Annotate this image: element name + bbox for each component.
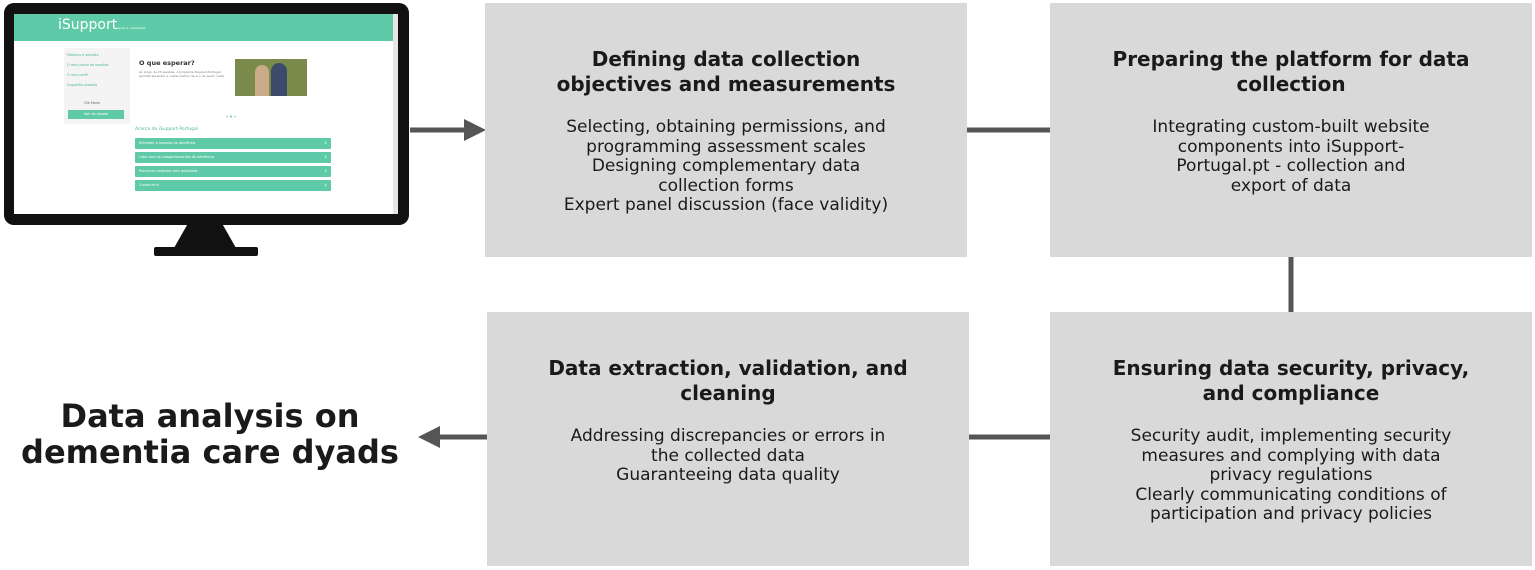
arrow-right-icon <box>464 119 486 141</box>
accordion-label: Entender o impacto da demência <box>139 141 196 145</box>
step-description: Integrating custom-built website compone… <box>1152 117 1430 196</box>
chevron-right-icon: › <box>324 153 327 161</box>
step-title: Ensuring data security, privacy, and com… <box>1112 356 1470 405</box>
site-sidebar: Módulos e sessões O meu plano de sessões… <box>64 48 130 124</box>
logout-button: Sair da sessão <box>68 110 124 119</box>
step-box-data-extraction: Data extraction, validation, and cleanin… <box>487 312 969 566</box>
accordion-label: Promover cuidados com qualidade <box>139 169 198 173</box>
site-section-title: Acerca do iSupport-Portugal <box>135 127 198 132</box>
step-title: Preparing the platform for data collecti… <box>1112 47 1470 96</box>
arrow-left-icon <box>418 426 440 448</box>
caregiver-photo <box>235 59 307 96</box>
step-box-defining-objectives: Defining data collection objectives and … <box>485 3 967 257</box>
step-title: Data extraction, validation, and cleanin… <box>548 356 908 405</box>
photo-person <box>255 65 269 96</box>
site-header: iSupport apoio a cuidadores <box>14 14 398 41</box>
site-paragraph: Ao longo de 23 sessões, o programa iSupp… <box>139 70 226 78</box>
accordion-item: Lidar com os comportamentos da demência › <box>135 152 331 163</box>
website-screenshot: iSupport apoio a cuidadores Módulos e se… <box>14 14 398 214</box>
chevron-right-icon: › <box>324 167 327 175</box>
accordion-item: Promover cuidados com qualidade › <box>135 166 331 177</box>
step-description: Selecting, obtaining permissions, and pr… <box>563 117 889 215</box>
accordion-item: Entender o impacto da demência › <box>135 138 331 149</box>
step-box-preparing-platform: Preparing the platform for data collecti… <box>1050 3 1532 257</box>
photo-person <box>271 63 287 96</box>
monitor-illustration: iSupport apoio a cuidadores Módulos e se… <box>4 3 409 225</box>
step-title: Defining data collection objectives and … <box>556 47 896 96</box>
sidebar-item: O meu perfil <box>67 73 89 77</box>
sidebar-item: Módulos e sessões <box>67 53 99 57</box>
chevron-right-icon: › <box>324 139 327 147</box>
step-description: Addressing discrepancies or errors in th… <box>570 426 886 485</box>
carousel-dots <box>226 115 236 118</box>
site-heading: O que esperar? <box>139 59 195 67</box>
accordion-label: Lidar com os comportamentos da demência <box>139 155 214 159</box>
sidebar-user: Olá Maria <box>84 101 101 105</box>
chevron-right-icon: › <box>324 181 327 189</box>
sidebar-item: Sugestão sessões <box>67 83 98 87</box>
monitor-stand-base <box>154 247 258 256</box>
site-scrollbar <box>393 14 398 214</box>
step-description: Security audit, implementing security me… <box>1130 426 1452 524</box>
step-box-data-security: Ensuring data security, privacy, and com… <box>1050 312 1532 566</box>
accordion-item: Cuidar de si › <box>135 180 331 191</box>
sidebar-item: O meu plano de sessões <box>67 63 109 67</box>
site-tagline: apoio a cuidadores <box>117 26 146 30</box>
accordion-label: Cuidar de si <box>139 183 160 187</box>
site-logo: iSupport <box>58 17 118 33</box>
final-outcome-text: Data analysis on dementia care dyads <box>21 397 399 471</box>
